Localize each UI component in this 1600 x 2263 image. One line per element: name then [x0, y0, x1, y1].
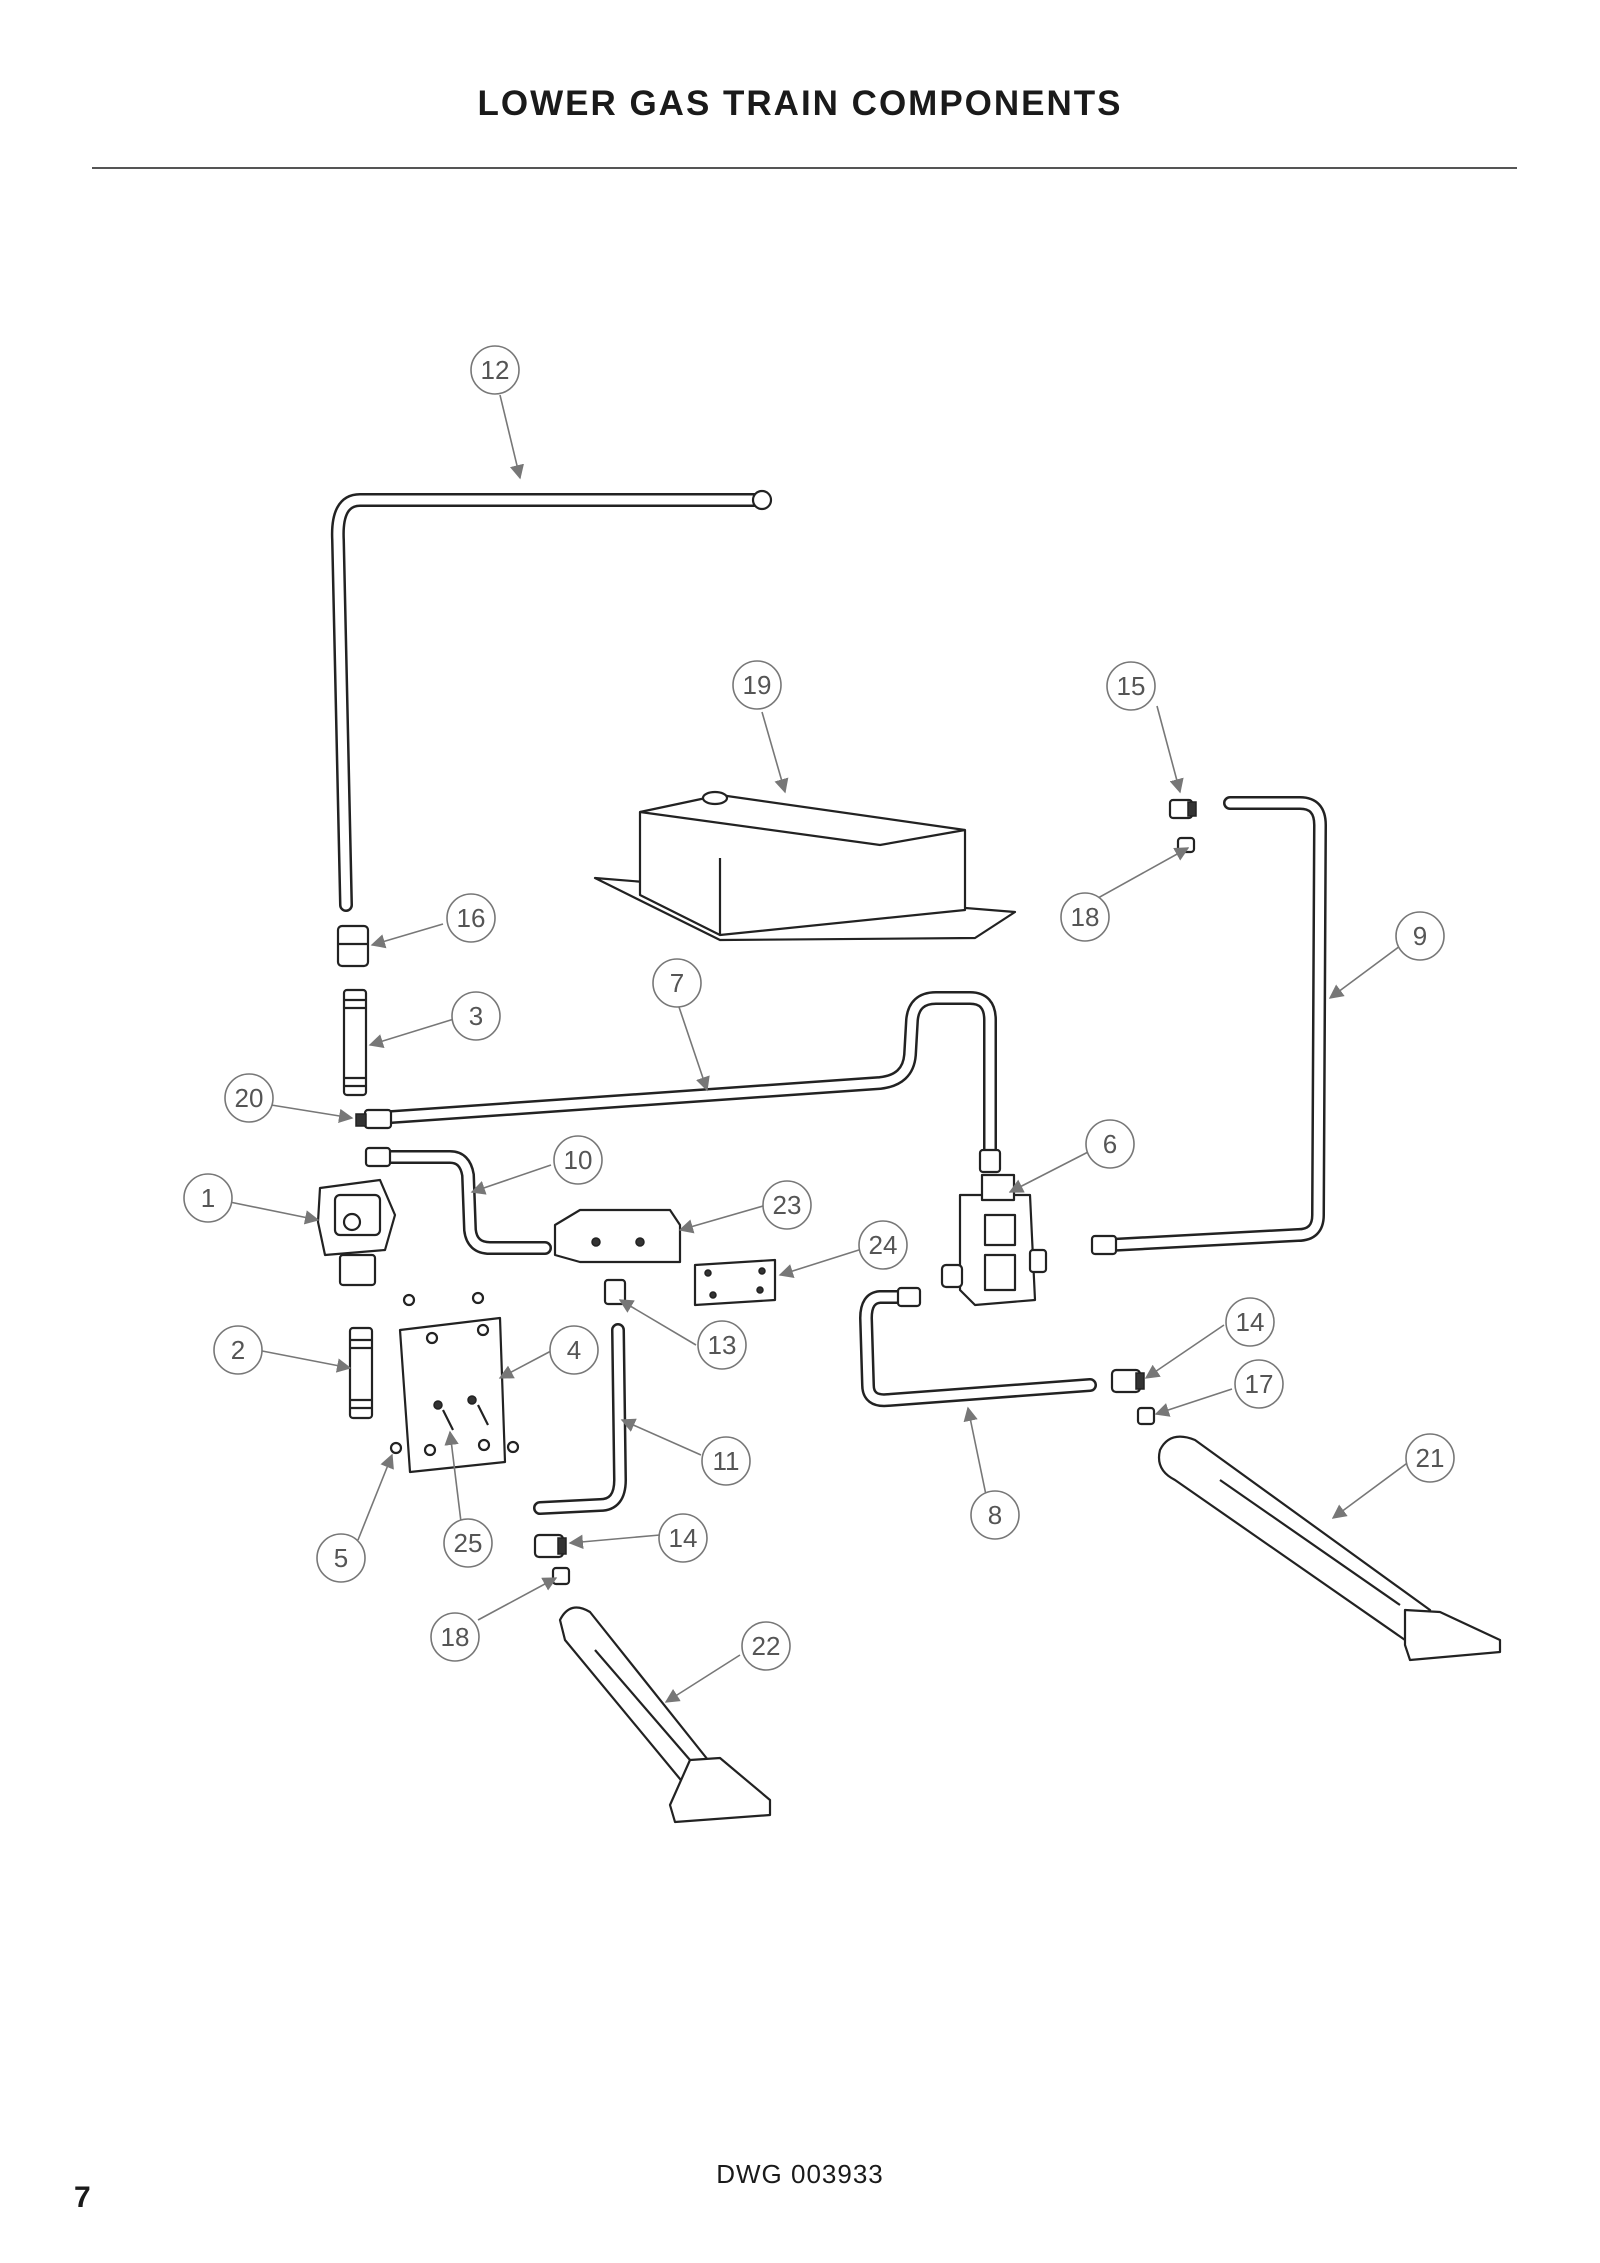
- part-11-tube: [533, 1323, 627, 1515]
- part-1-valve: [316, 1178, 397, 1287]
- part-25-plate: [693, 1258, 777, 1307]
- callout-14-lower-label: 14: [669, 1523, 698, 1553]
- callout-5-label: 5: [334, 1543, 348, 1573]
- part-16-coupling: [336, 924, 370, 968]
- part-24-bracket: [553, 1208, 682, 1264]
- callout-15-label: 15: [1117, 671, 1146, 701]
- part-12-tube: [330, 489, 773, 912]
- callout-10: 10: [553, 1135, 603, 1185]
- callout-26-label: 25: [454, 1528, 483, 1558]
- part-19-nut: [551, 1566, 571, 1586]
- callout-8: 8: [970, 1490, 1020, 1540]
- callout-14-upper: 14: [1225, 1297, 1275, 1347]
- callout-25: 24: [858, 1220, 908, 1270]
- callout-5: 5: [316, 1533, 366, 1583]
- callout-17-label: 17: [1245, 1369, 1274, 1399]
- callout-12: 12: [470, 345, 520, 395]
- callout-8-label: 8: [988, 1500, 1002, 1530]
- callout-2: 2: [213, 1325, 263, 1375]
- callout-20-label: 19: [743, 670, 772, 700]
- callout-9-label: 9: [1413, 921, 1427, 951]
- callout-9: 9: [1395, 911, 1445, 961]
- part-7-tube: [363, 991, 997, 1157]
- callout-1: 1: [183, 1173, 233, 1223]
- part-5-screws: [389, 1291, 520, 1455]
- callout-16: 16: [446, 893, 496, 943]
- part-22-burner: [1157, 1435, 1502, 1662]
- part-23-burner: [558, 1606, 772, 1824]
- callout-23-label: 22: [752, 1631, 781, 1661]
- page-title: LOWER GAS TRAIN COMPONENTS: [477, 84, 1123, 123]
- callout-19: 18: [430, 1612, 480, 1662]
- part-15-fitting: [1168, 798, 1197, 820]
- callout-3: 3: [451, 991, 501, 1041]
- callout-18: 18: [1060, 892, 1110, 942]
- part-14-fitting-lower: [533, 1533, 567, 1559]
- callout-18-label: 18: [1071, 902, 1100, 932]
- callout-11: 11: [701, 1436, 751, 1486]
- callout-15: 15: [1106, 661, 1156, 711]
- callout-24-label: 23: [773, 1190, 802, 1220]
- callout-13: 13: [697, 1320, 747, 1370]
- callout-23: 22: [741, 1621, 791, 1671]
- part-4-mounting-plate: [398, 1316, 507, 1474]
- callout-14-upper-label: 14: [1236, 1307, 1265, 1337]
- callout-4-label: 4: [567, 1335, 581, 1365]
- callout-11-label: 11: [713, 1446, 740, 1476]
- callout-3-label: 3: [469, 1001, 483, 1031]
- callout-17: 17: [1234, 1359, 1284, 1409]
- callout-16-label: 16: [457, 903, 486, 933]
- part-8-tube: [859, 1286, 1097, 1408]
- callout-25-label: 24: [869, 1230, 898, 1260]
- callout-21: 20: [224, 1073, 274, 1123]
- callout-12-label: 12: [481, 355, 510, 385]
- drawing-number: DWG 003933: [716, 2159, 884, 2189]
- callout-6-label: 6: [1103, 1129, 1117, 1159]
- callout-13-label: 13: [708, 1330, 737, 1360]
- part-6-gas-valve: [940, 1148, 1048, 1307]
- part-2-pipe-nipple: [348, 1326, 374, 1420]
- part-14-fitting-upper: [1110, 1368, 1145, 1394]
- callout-10-label: 10: [564, 1145, 593, 1175]
- callout-7: 7: [652, 958, 702, 1008]
- callout-6: 6: [1085, 1119, 1135, 1169]
- part-17-nut: [1136, 1406, 1156, 1426]
- part-10-tube: [364, 1146, 552, 1255]
- part-26-bolts: [442, 1404, 489, 1431]
- part-3-pipe-nipple: [342, 988, 368, 1097]
- callout-20: 19: [732, 660, 782, 710]
- callout-7-label: 7: [670, 968, 684, 998]
- title-divider: [92, 167, 1517, 169]
- callout-1-label: 1: [201, 1183, 215, 1213]
- part-21-fitting: [355, 1113, 367, 1127]
- part-20-enclosure-box: [593, 790, 1017, 942]
- callout-14-lower: 14: [658, 1513, 708, 1563]
- page-number: 7: [74, 2181, 91, 2214]
- callout-26: 25: [443, 1518, 493, 1568]
- callout-21-label: 20: [235, 1083, 264, 1113]
- part-13-elbow: [603, 1278, 627, 1306]
- callout-19-label: 18: [441, 1622, 470, 1652]
- callout-22: 21: [1405, 1433, 1455, 1483]
- callout-22-label: 21: [1416, 1443, 1445, 1473]
- callout-4: 4: [549, 1325, 599, 1375]
- callout-2-label: 2: [231, 1335, 245, 1365]
- callout-24: 23: [762, 1180, 812, 1230]
- part-9-tube: [1090, 796, 1327, 1256]
